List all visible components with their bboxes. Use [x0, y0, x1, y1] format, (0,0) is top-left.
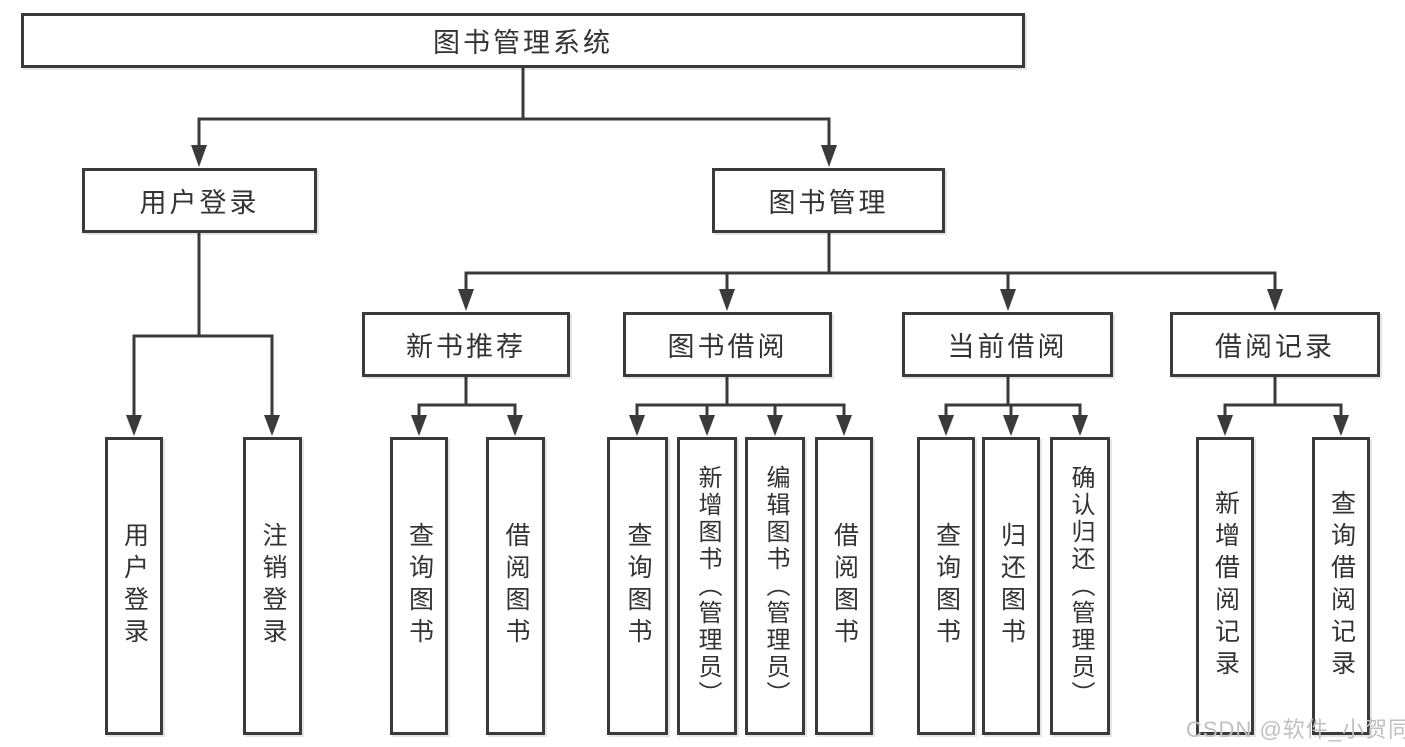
node-user-login: 用户登录	[82, 168, 317, 233]
leaf-confirm-return-admin: 确认归还（管理员）	[1050, 437, 1110, 735]
leaf-query-book-2: 查询图书	[607, 437, 668, 735]
node-borrow-record: 借阅记录	[1170, 312, 1380, 377]
leaf-query-book-3: 查询图书	[917, 437, 975, 735]
node-book-management: 图书管理	[712, 168, 945, 233]
leaf-add-borrow-record: 新增借阅记录	[1196, 437, 1254, 735]
leaf-user-login: 用户登录	[105, 437, 163, 735]
node-root: 图书管理系统	[21, 13, 1025, 68]
node-book-borrow: 图书借阅	[623, 312, 832, 377]
leaf-return-book: 归还图书	[982, 437, 1040, 735]
branch-book-borrow	[629, 377, 852, 436]
branch-new-book-recommend	[411, 377, 523, 436]
node-current-borrow: 当前借阅	[902, 312, 1113, 377]
branch-book-management	[458, 233, 1283, 311]
leaf-query-borrow-record: 查询借阅记录	[1312, 437, 1370, 735]
leaf-query-book-1: 查询图书	[390, 437, 448, 735]
branch-borrow-record	[1217, 377, 1349, 436]
csdn-watermark: CSDN @软件_小贺同学	[1186, 717, 1405, 742]
branch-user-login	[126, 233, 280, 436]
leaf-logout: 注销登录	[243, 437, 302, 735]
leaf-borrow-book-1: 借阅图书	[486, 437, 545, 735]
branch-current-borrow	[938, 377, 1088, 436]
leaf-borrow-book-2: 借阅图书	[815, 437, 873, 735]
node-new-book-recommend: 新书推荐	[362, 312, 570, 377]
leaf-edit-book-admin: 编辑图书（管理员）	[745, 437, 805, 735]
branch-root-to-level2	[191, 68, 837, 167]
leaf-add-book-admin: 新增图书（管理员）	[677, 437, 737, 735]
